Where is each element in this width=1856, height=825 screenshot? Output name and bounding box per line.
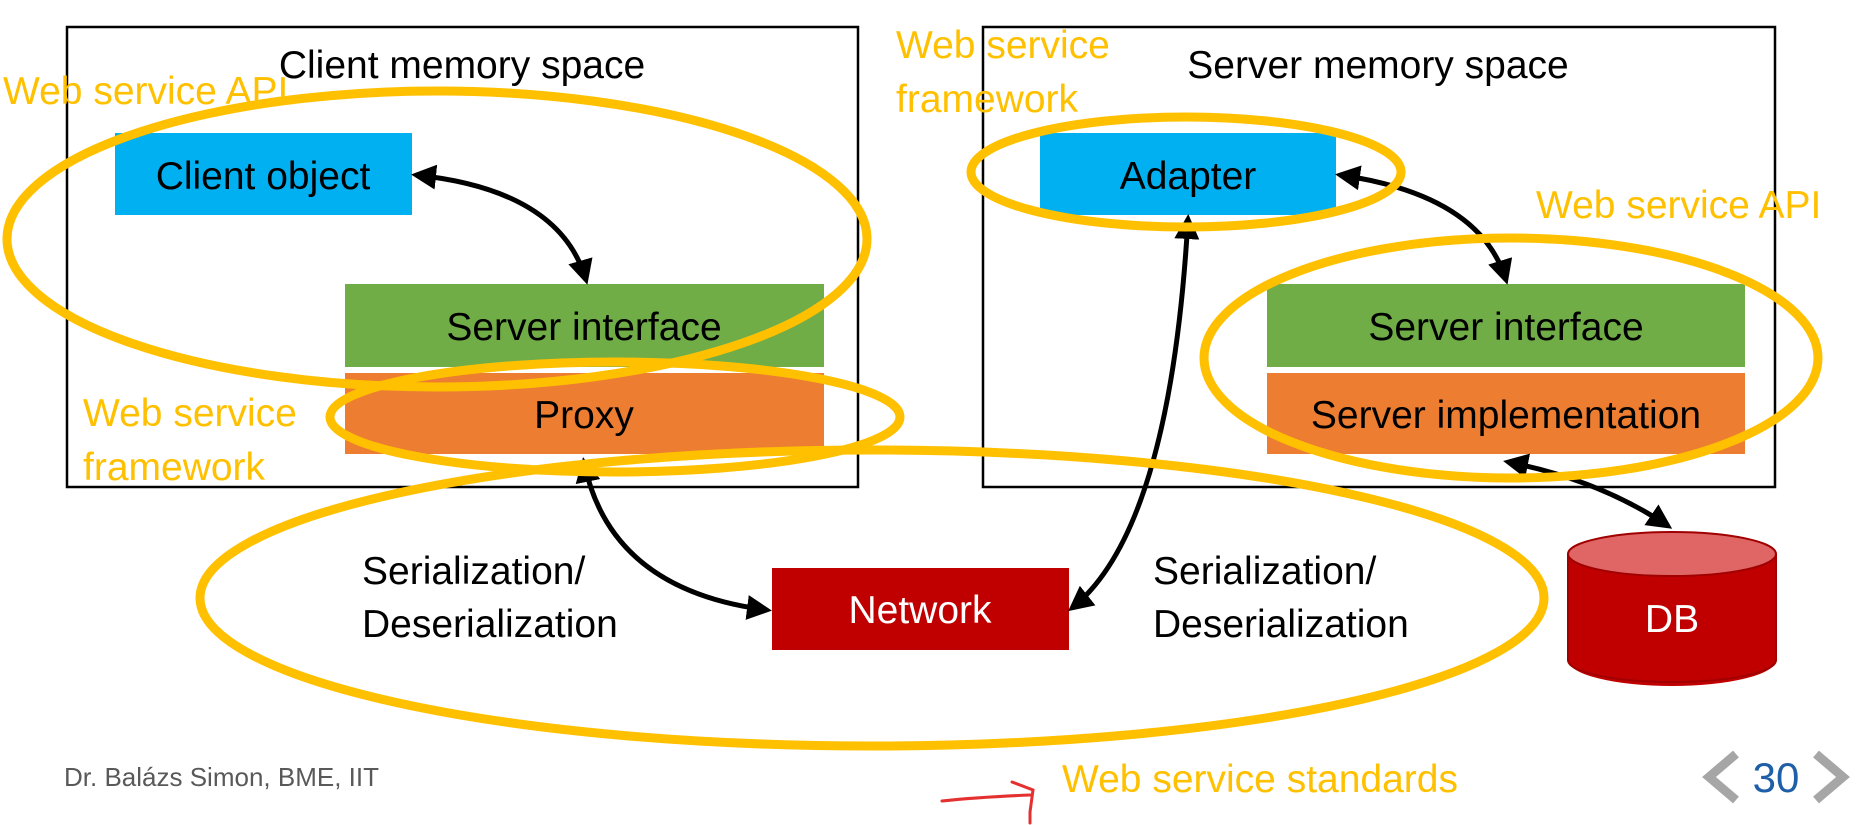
- db-label: DB: [1645, 598, 1699, 641]
- db-cylinder: [1567, 531, 1777, 686]
- ellipse-client-framework: [325, 357, 905, 477]
- arrow-adapter-to-server-interface: [1335, 165, 1513, 285]
- proxy-label: Proxy: [534, 394, 634, 437]
- client-object-box: [115, 133, 412, 215]
- server-implementation-label: Server implementation: [1311, 394, 1701, 437]
- annotation-ellipses: [2, 86, 1823, 751]
- arrow-adapter-to-network: [1068, 214, 1200, 612]
- arrow-proxy-to-network: [575, 457, 772, 620]
- page-number: 30: [1753, 754, 1800, 801]
- server-interface-box: [1267, 284, 1745, 367]
- client-memory-space-title: Client memory space: [279, 44, 645, 87]
- annotation-client-framework-line1: Web service: [83, 392, 297, 435]
- serialization-right-line1: Serialization/: [1153, 550, 1376, 593]
- adapter-label: Adapter: [1120, 155, 1257, 198]
- network-box: [772, 568, 1069, 650]
- network-label: Network: [848, 589, 992, 632]
- serialization-left-line1: Serialization/: [362, 550, 585, 593]
- ellipse-standards: [195, 445, 1549, 751]
- annotation-client-framework-line2: framework: [83, 446, 266, 489]
- annotation-standards: Web service standards: [1062, 758, 1458, 801]
- client-server-interface-box: [345, 284, 824, 367]
- annotation-client-api: Web service API: [3, 70, 288, 113]
- server-memory-space-frame: [981, 25, 1777, 489]
- serialization-right-line2: Deserialization: [1153, 603, 1409, 646]
- annotation-server-framework-line2: framework: [896, 78, 1079, 121]
- server-interface-label: Server interface: [1368, 306, 1643, 349]
- server-implementation-box: [1267, 373, 1745, 454]
- ink-arrow-mark: [940, 780, 1035, 825]
- chevron-right-icon[interactable]: [1813, 750, 1850, 804]
- chevron-left-icon[interactable]: [1702, 750, 1739, 804]
- footer-author: Dr. Balázs Simon, BME, IIT: [64, 762, 379, 792]
- annotation-server-framework-line1: Web service: [896, 24, 1110, 67]
- adapter-box: [1040, 133, 1336, 215]
- annotation-server-api: Web service API: [1536, 184, 1821, 227]
- ellipse-server-framework: [966, 112, 1406, 232]
- ellipse-server-api: [1199, 233, 1823, 483]
- server-memory-space-title: Server memory space: [1187, 44, 1568, 87]
- client-server-interface-label: Server interface: [446, 306, 721, 349]
- arrow-server-impl-to-db: [1503, 453, 1673, 529]
- client-memory-space-frame: [65, 25, 860, 489]
- serialization-left-line2: Deserialization: [362, 603, 618, 646]
- arrow-client-object-to-interface: [411, 164, 593, 285]
- ellipse-client-api: [2, 86, 872, 392]
- client-object-label: Client object: [156, 155, 371, 198]
